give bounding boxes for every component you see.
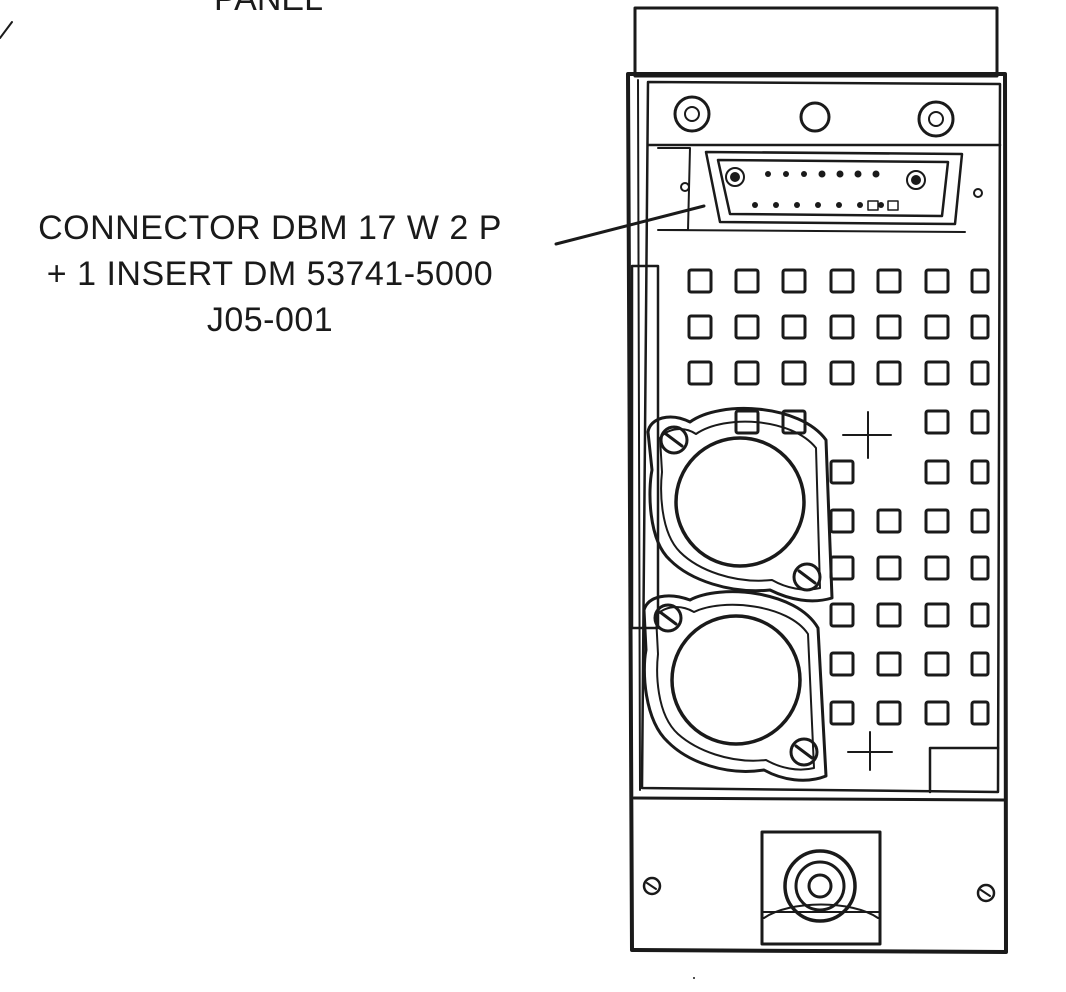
vent-slot [734,314,760,340]
vent-slot [970,314,990,340]
vent-slot [781,360,807,386]
left-rail [637,79,641,791]
connector-callout: CONNECTOR DBM 17 W 2 P + 1 INSERT DM 537… [0,205,540,343]
vent-slot [829,314,855,340]
vent-slot [924,268,950,294]
speck [693,977,695,979]
vent-slot [924,555,950,581]
vent-slot [876,268,902,294]
inner-panel-frame [640,80,1002,794]
bottom-section-divider [632,796,1006,802]
vent-slot [876,602,902,628]
vent-slot [970,409,990,435]
connector-mount-hole-right [973,188,983,198]
vent-slot [829,459,855,485]
vent-slot [924,602,950,628]
dsub-connector-j05-001 [704,150,964,226]
vent-slot [734,268,760,294]
vent-slot [829,602,855,628]
connector-mount-hole-left [680,182,690,192]
connector-pins [752,170,884,208]
vent-slot [970,555,990,581]
vent-slot [970,508,990,534]
crosshair-marks [842,411,893,771]
top-mounting-tab [633,6,999,78]
vent-slot [781,268,807,294]
cropped-top-label: PANEL [214,0,323,19]
corner-plate [928,746,1000,794]
bottom-corner-screws [642,876,996,903]
vent-slot [970,651,990,677]
vent-slot [924,459,950,485]
circular-connector-upper [646,406,834,603]
circular-connector-lower [642,590,828,782]
callout-line-1: CONNECTOR DBM 17 W 2 P [38,209,502,247]
vent-slot [970,700,990,726]
vent-slot [876,314,902,340]
callout-line-2: + 1 INSERT DM 53741-5000 [46,255,494,293]
vent-slot [876,700,902,726]
vent-slot [924,314,950,340]
vent-slot [924,651,950,677]
vent-slot [687,268,713,294]
vent-slot [970,459,990,485]
edge-mark [0,21,13,39]
callout-leader-line [554,204,706,246]
vent-slot [924,409,950,435]
coaxial-connector [760,830,882,946]
vent-slot [687,314,713,340]
vent-slot [829,268,855,294]
vent-slot [876,508,902,534]
callout-line-3: J05-001 [206,301,334,339]
vent-slot [970,602,990,628]
vent-slot [876,651,902,677]
vent-slot [734,360,760,386]
vent-slot [829,360,855,386]
top-screws [673,95,955,138]
vent-slot [876,555,902,581]
vent-slot [970,268,990,294]
vent-slot [876,360,902,386]
vent-slot [924,700,950,726]
unit-body [626,72,1008,954]
vent-slot [687,360,713,386]
connector-recess-base [659,229,966,233]
vent-slot [829,700,855,726]
ventilation-grille [687,268,990,726]
vent-slot [829,651,855,677]
vent-slot [970,360,990,386]
vent-slot [924,360,950,386]
vent-slot [829,508,855,534]
vent-slot [829,555,855,581]
vent-slot [924,508,950,534]
vent-slot [781,314,807,340]
